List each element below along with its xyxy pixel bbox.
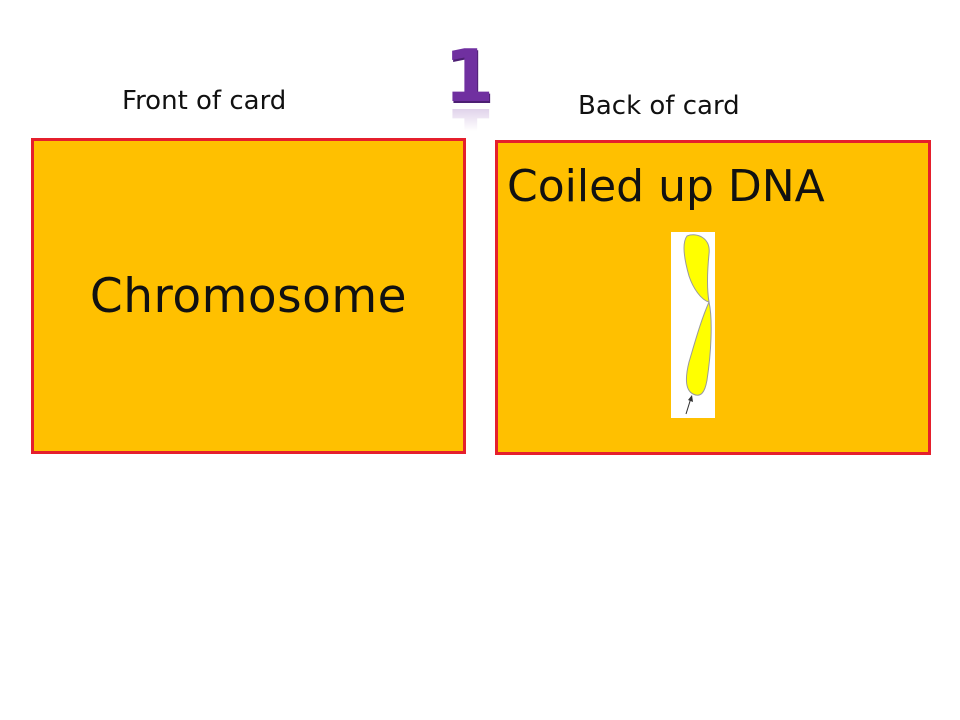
chromosome-image <box>671 232 715 418</box>
front-card: Chromosome <box>31 138 466 454</box>
back-card: Coiled up DNA <box>495 140 931 455</box>
front-of-card-label: Front of card <box>122 86 287 116</box>
card-term: Chromosome <box>89 268 408 324</box>
back-of-card-label: Back of card <box>578 91 740 121</box>
card-definition: Coiled up DNA <box>507 161 825 212</box>
slide-number-digit: 1 <box>444 34 495 118</box>
slide-number: 1 1 <box>444 34 495 176</box>
chromosome-icon <box>683 234 712 415</box>
